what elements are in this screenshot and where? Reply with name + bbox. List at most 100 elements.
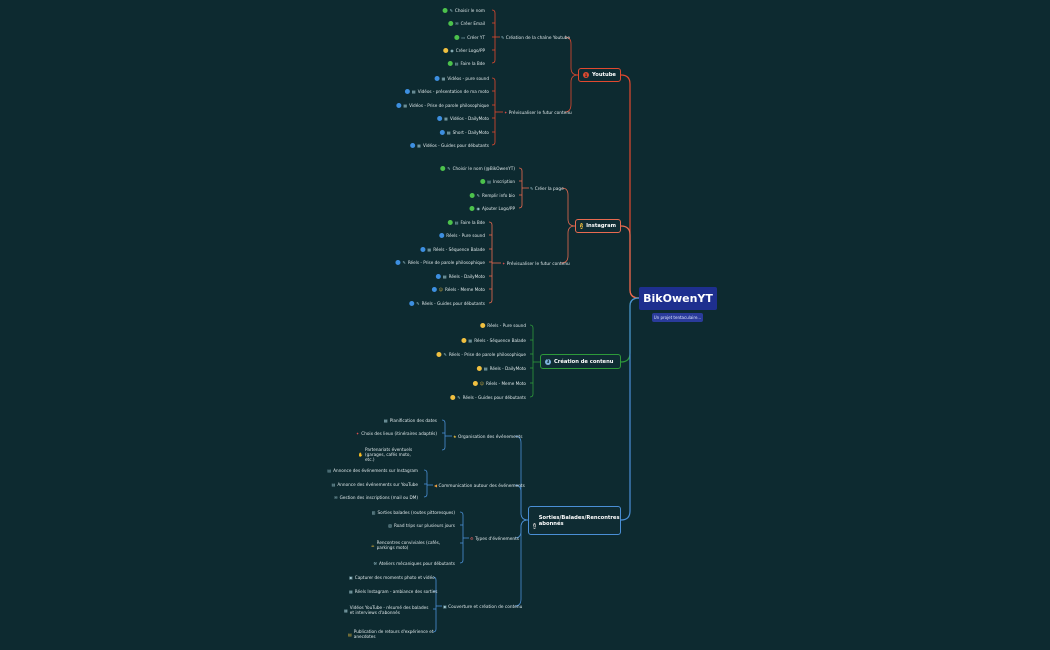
leaf-ig-inscription[interactable]: ▤ Inscription (480, 179, 515, 184)
leaf-orga[interactable]: ✦ Choix des lieux (itinéraires adaptés) (356, 431, 437, 436)
category-label: Types d'événements (474, 537, 520, 542)
leaf-label: Réels Instagram - ambiance des sorties (354, 589, 438, 594)
leaf-yt-video[interactable]: ▦ Vidéos - présentation de ma moto (404, 89, 489, 94)
leaf-label: Faire la Bde (460, 61, 485, 66)
branch-sorties[interactable]: 4 Sorties/Balades/Rencontres abonnés (528, 506, 621, 535)
film-icon: ▦ (344, 607, 348, 613)
leaf-type[interactable]: ⚒ Ateliers mécaniques pour débutants (373, 561, 455, 566)
leaf-comm[interactable]: ✉ Gestion des inscriptions (mail ou DM) (334, 495, 418, 500)
connector-line (564, 74, 579, 113)
category-couverture[interactable]: ▣ Couverture et création de contenu (443, 604, 522, 610)
leaf-cc-reel[interactable]: ✎ Réels - Prise de parole philosophique (436, 352, 526, 357)
branch-instagram[interactable]: 2 Instagram (575, 219, 621, 233)
leaf-ig-reel[interactable]: ✎ Réels - Prise de parole philosophique (395, 260, 485, 265)
film-icon: ▦ (349, 589, 353, 594)
map-icon: ▧ (388, 523, 392, 528)
connector-line (488, 221, 493, 304)
status-icon (442, 8, 448, 13)
leaf-label: Sorties balades (routes pittoresques) (377, 510, 455, 515)
status-icon (476, 366, 482, 371)
root-subtitle[interactable]: Un projet tentaculaire... (652, 313, 703, 322)
leaf-creer-logo[interactable]: ◉ Créer Logo/PP (443, 48, 485, 53)
leaf-label: Réels - Pure sound (446, 233, 485, 238)
leaf-ig-reel[interactable]: ▦ Réels - Séquence Balade (420, 247, 485, 252)
status-icon (480, 179, 486, 184)
category-organisation[interactable]: ★ Organisation des événements (453, 434, 522, 440)
leaf-yt-video[interactable]: ▦ Vidéos - DailyMoto (437, 116, 489, 121)
status-icon (434, 76, 440, 81)
branch-label: Instagram (586, 223, 616, 229)
leaf-yt-video[interactable]: ▦ Vidéos - Guides pour débutants (410, 143, 489, 148)
leaf-label: Réels - Guides pour débutants (421, 301, 485, 306)
status-icon (395, 260, 401, 265)
leaf-ig-reel[interactable]: ▦ Réels - DailyMoto (435, 274, 485, 279)
category-types[interactable]: ⚙ Types d'événements (470, 536, 519, 542)
leaf-comm[interactable]: ▤ Annonce des événements sur YouTube (332, 482, 418, 487)
film-icon: ▦ (483, 366, 488, 371)
leaf-type[interactable]: ▧ Road trips sur plusieurs jours (388, 523, 455, 528)
leaf-couv[interactable]: ▣ Capturer des moments photo et vidéo (349, 575, 435, 580)
pin-icon: ✦ (355, 431, 360, 436)
leaf-ig-reel[interactable]: ☺ Réels - Meme Moto (431, 287, 485, 292)
leaf-ig-nom[interactable]: ✎ Choisir le nom (@BikOwenYT) (440, 166, 515, 171)
leaf-yt-short[interactable]: ▦ Short - DailyMoto (439, 130, 489, 135)
leaf-faire-bde[interactable]: ▤ Faire la Bde (447, 61, 485, 66)
status-icon (439, 233, 445, 238)
leaf-yt-video[interactable]: ▦ Vidéos - Prise de parole philosophique (396, 103, 489, 108)
leaf-type[interactable]: ☕ Rencontres conviviales (cafés, parking… (371, 540, 457, 550)
category-communication[interactable]: ◀ Communication autour des événements (434, 483, 525, 489)
smile-icon: ☺ (479, 381, 485, 386)
leaf-cc-reel[interactable]: ▦ Réels - DailyMoto (476, 366, 526, 371)
leaf-creer-email[interactable]: ✉ Créer Email (448, 21, 485, 26)
leaf-label: Short - DailyMoto (452, 130, 489, 135)
leaf-label: Gestion des inscriptions (mail ou DM) (339, 495, 418, 500)
status-icon (435, 274, 441, 279)
root-node[interactable]: BikOwenYT (639, 287, 717, 310)
leaf-orga[interactable]: ✋ Partenariats éventuels (garages, cafés… (358, 447, 421, 462)
leaf-ig-logo[interactable]: ◉ Ajouter Logo/PP (469, 206, 515, 211)
leaf-couv[interactable]: ▤ Publication de retours d'expérience et… (348, 629, 436, 639)
category-label: Couverture et création de contenu (448, 605, 523, 610)
category-previs-instagram[interactable]: ✦ Prévisualiser le futur contenu (502, 261, 570, 267)
pin-icon: ✦ (504, 110, 508, 115)
film-icon: ▦ (468, 338, 473, 343)
connector-line (560, 225, 576, 264)
status-icon (447, 220, 453, 225)
status-icon (472, 381, 478, 386)
pencil-icon: ✎ (402, 260, 406, 265)
category-creer-page[interactable]: ✎ Créer la page (530, 186, 564, 192)
leaf-creer-yt[interactable]: ▭ Créer YT (454, 35, 485, 40)
number-badge-icon: 2 (580, 223, 584, 229)
leaf-orga[interactable]: ▦ Planification des dates (384, 418, 437, 423)
leaf-ig-reel[interactable]: Réels - Pure sound (439, 233, 485, 238)
leaf-choisir-nom[interactable]: ✎ Choisir le nom (442, 8, 485, 13)
category-previs-youtube[interactable]: ✦ Prévisualiser le futur contenu (504, 110, 572, 116)
leaf-label: Publication de retours d'expérience et a… (353, 629, 434, 639)
leaf-cc-reel[interactable]: ✎ Réels - Guides pour débutants (450, 395, 526, 400)
leaf-label: Faire la Bde (460, 220, 485, 225)
leaf-label: Réels - DailyMoto (489, 366, 526, 371)
category-label: Prévisualiser le futur contenu (506, 262, 570, 267)
category-label: Création de la chaîne Youtube (505, 36, 571, 41)
leaf-label: Réels - Prise de parole philosophique (407, 260, 485, 265)
leaf-label: Réels - Meme Moto (486, 381, 526, 386)
leaf-couv[interactable]: ▦ Vidéos YouTube - résumé des balades et… (344, 605, 432, 615)
branch-creation-contenu[interactable]: 3 Création de contenu (540, 354, 621, 369)
leaf-ig-reel[interactable]: ▤ Faire la Bde (447, 220, 485, 225)
leaf-type[interactable]: ▥ Sorties balades (routes pittoresques) (372, 510, 455, 515)
leaf-label: Vidéos - Guides pour débutants (422, 143, 489, 148)
page-icon: ▤ (487, 179, 492, 184)
leaf-comm[interactable]: ▤ Annonce des événements sur Instagram (327, 468, 418, 473)
leaf-couv[interactable]: ▦ Réels Instagram - ambiance des sorties (349, 589, 437, 594)
leaf-ig-bio[interactable]: ✎ Remplir info bio (469, 193, 515, 198)
leaf-label: Planification des dates (389, 418, 437, 423)
leaf-cc-reel[interactable]: ▦ Réels - Séquence Balade (461, 338, 526, 343)
leaf-ig-reel[interactable]: ✎ Réels - Guides pour débutants (409, 301, 485, 306)
branch-youtube[interactable]: 1 Youtube (578, 68, 621, 82)
leaf-yt-video[interactable]: ▦ Vidéos - pure sound (434, 76, 489, 81)
leaf-cc-reel[interactable]: Réels - Pure sound (480, 323, 526, 328)
category-creation-chaine[interactable]: ✎ Création de la chaîne Youtube (501, 35, 570, 41)
leaf-cc-reel[interactable]: ☺ Réels - Meme Moto (472, 381, 526, 386)
leaf-label: Réels - Prise de parole philosophique (448, 352, 526, 357)
leaf-label: Capturer des moments photo et vidéo (354, 575, 435, 580)
